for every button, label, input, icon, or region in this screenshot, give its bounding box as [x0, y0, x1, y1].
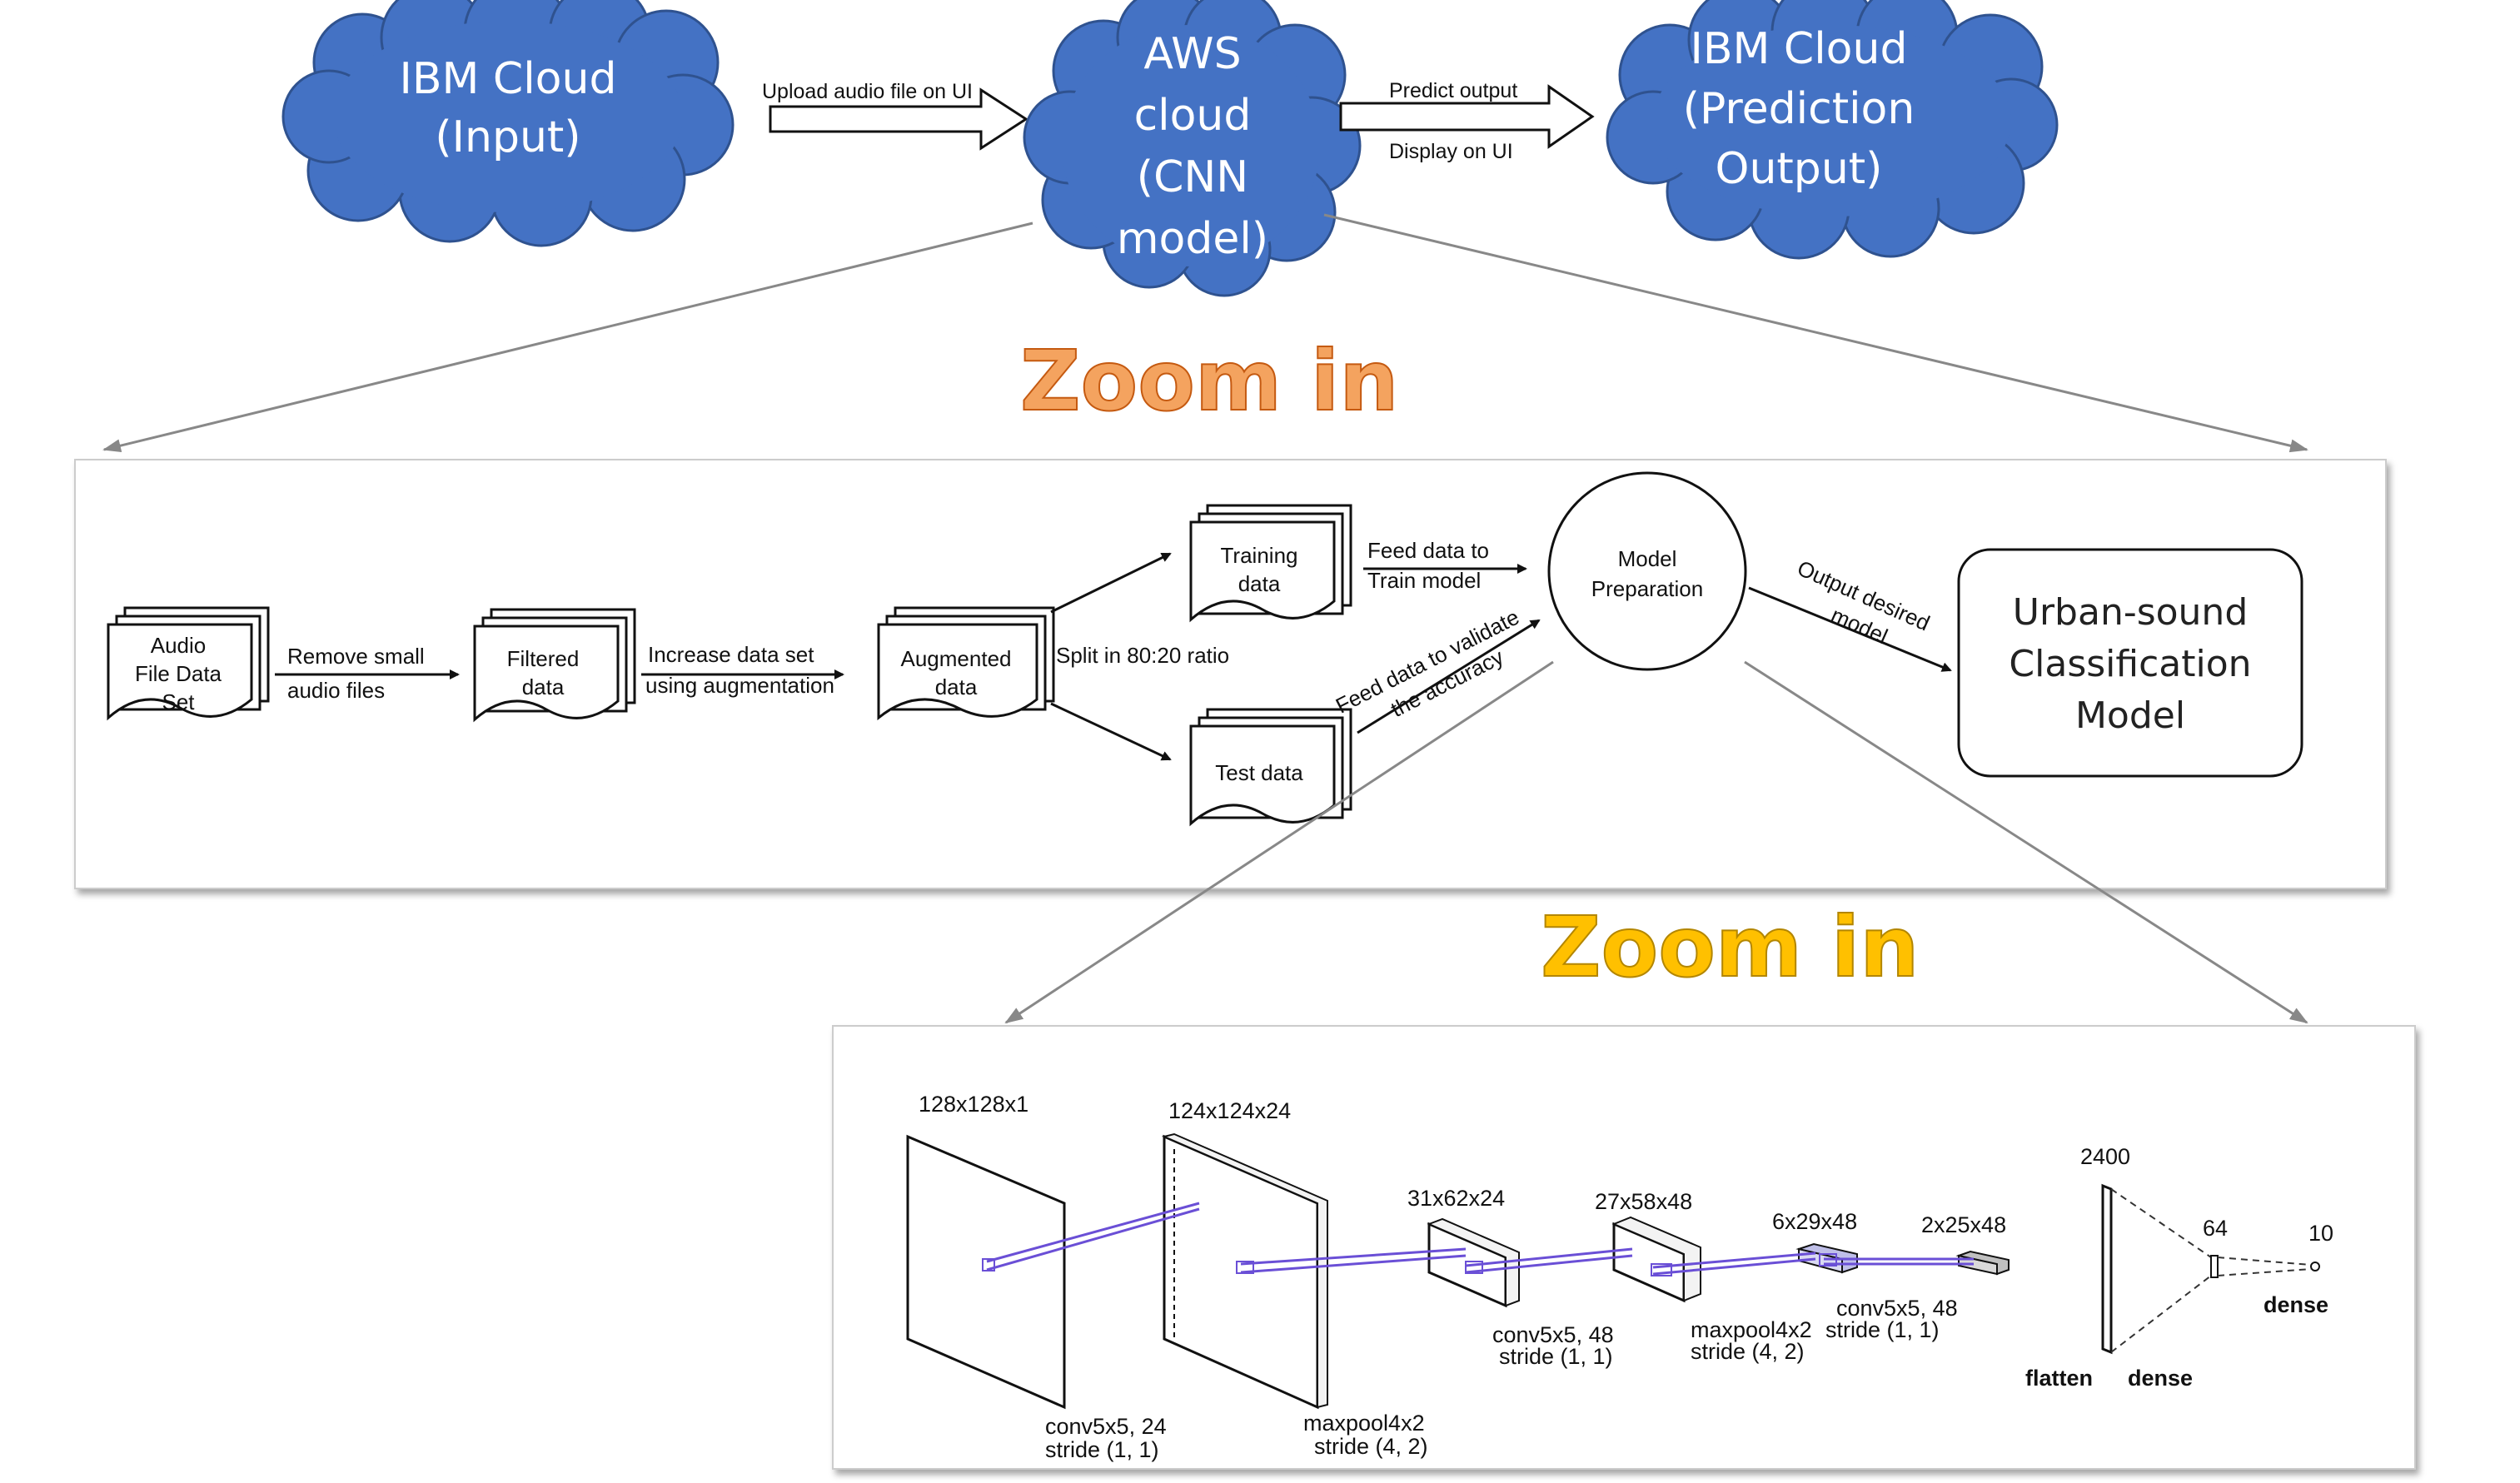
remove-line1: Remove small — [287, 644, 425, 669]
dim-128: 128x128x1 — [919, 1092, 1028, 1117]
arrow-output-model — [1748, 586, 1952, 672]
training-data-doc — [1189, 504, 1352, 623]
op-pool2-line2: stride (4, 2) — [1691, 1339, 1805, 1364]
cloud-aws-line4: model) — [1117, 214, 1268, 264]
op-conv2-line2: stride (1, 1) — [1499, 1344, 1613, 1369]
filtered-data-doc — [473, 608, 636, 723]
training-line1: Training — [1221, 543, 1298, 568]
op-pool1-line2: stride (4, 2) — [1314, 1434, 1428, 1459]
feed-train-line2: Train model — [1367, 568, 1481, 593]
upload-label: Upload audio file on UI — [762, 80, 973, 103]
test-label: Test data — [1215, 760, 1303, 785]
cloud-output-line3: Output) — [1716, 144, 1883, 194]
op-conv3-line1: conv5x5, 48 — [1836, 1296, 1958, 1321]
zoom-in-label-2: Zoom in — [1541, 898, 1919, 996]
zoom-line-right-2 — [1744, 660, 2308, 1024]
zoom-in-label-1: Zoom in — [1020, 332, 1398, 430]
cloud-aws: AWS cloud (CNN model) — [1023, 0, 1362, 297]
cloud-input: IBM Cloud (Input) — [281, 0, 735, 247]
op-pool1-line1: maxpool4x2 — [1303, 1411, 1425, 1436]
augmented-line2: data — [935, 674, 978, 699]
cnn-connections — [986, 1202, 1974, 1276]
predict-arrow: Predict output Display on UI — [1339, 79, 1595, 163]
audio-dataset-doc — [107, 606, 270, 721]
arrow-to-test — [1050, 702, 1172, 761]
model-preparation-circle — [1547, 471, 1747, 671]
model-prep-line1: Model — [1618, 546, 1677, 571]
op-conv1-line1: conv5x5, 24 — [1045, 1414, 1167, 1439]
dim-2: 2x25x48 — [1921, 1212, 2006, 1237]
upload-arrow: Upload audio file on UI — [762, 80, 1028, 151]
training-line2: data — [1238, 571, 1281, 596]
remove-line2: audio files — [287, 678, 385, 703]
zoom-line-right-1 — [1323, 213, 2308, 453]
filtered-line1: Filtered — [507, 646, 580, 671]
arrow-feed-validate — [1357, 619, 1541, 734]
arrow-to-training — [1050, 552, 1172, 614]
zoom-line-left-2 — [1004, 660, 1554, 1024]
augmented-data-doc — [877, 606, 1055, 721]
augmented-line1: Augmented — [901, 646, 1012, 671]
dim-124: 124x124x24 — [1168, 1098, 1291, 1123]
label-dense-1: dense — [2128, 1366, 2193, 1391]
split-label: Split in 80:20 ratio — [1056, 643, 1229, 668]
cloud-aws-line3: (CNN — [1137, 152, 1248, 202]
label-dense-2: dense — [2264, 1292, 2328, 1317]
filtered-line2: data — [522, 674, 565, 699]
urban-sound-model-box — [1957, 548, 2303, 778]
increase-line2: using augmentation — [645, 673, 834, 698]
cnn-flatten-layer — [2101, 1183, 2113, 1355]
cnn-layer-input — [906, 1134, 1066, 1410]
dim-31: 31x62x24 — [1407, 1186, 1505, 1211]
dim-6: 6x29x48 — [1772, 1209, 1857, 1234]
zoom-line-left-1 — [102, 221, 1033, 453]
feed-train-line1: Feed data to — [1367, 538, 1489, 563]
cloud-aws-line1: AWS — [1143, 29, 1241, 79]
label-flatten: flatten — [2025, 1366, 2093, 1391]
increase-line1: Increase data set — [648, 642, 814, 667]
cnn-dense-64 — [2210, 1255, 2219, 1278]
op-pool2-line1: maxpool4x2 — [1691, 1317, 1812, 1342]
test-data-doc — [1189, 708, 1352, 827]
cloud-output-line1: IBM Cloud — [1691, 24, 1908, 74]
dim-27: 27x58x48 — [1595, 1189, 1692, 1214]
cloud-input-line2: (Input) — [435, 112, 580, 162]
predict-label: Predict output — [1389, 79, 1517, 102]
cloud-output-line2: (Prediction — [1683, 84, 1915, 134]
audio-dataset-line1: Audio — [151, 633, 207, 658]
op-conv2-line1: conv5x5, 48 — [1492, 1322, 1614, 1347]
cloud-input-line1: IBM Cloud — [400, 54, 617, 104]
audio-dataset-line3: Set — [162, 689, 195, 714]
cloud-aws-line2: cloud — [1134, 91, 1252, 141]
op-conv3-line2: stride (1, 1) — [1825, 1317, 1940, 1342]
urban-line1: Urban-sound — [2013, 591, 2249, 634]
cloud-output: IBM Cloud (Prediction Output) — [1606, 0, 2059, 260]
audio-dataset-line2: File Data — [135, 661, 222, 686]
cnn-dense-10 — [2310, 1262, 2320, 1271]
dim-10: 10 — [2308, 1221, 2333, 1246]
dim-2400: 2400 — [2080, 1144, 2130, 1169]
op-conv1-line2: stride (1, 1) — [1045, 1437, 1159, 1462]
model-prep-line2: Preparation — [1591, 576, 1703, 601]
urban-line2: Classification — [2009, 643, 2251, 685]
urban-line3: Model — [2075, 694, 2185, 737]
display-label: Display on UI — [1389, 140, 1513, 163]
dim-64: 64 — [2203, 1216, 2228, 1241]
